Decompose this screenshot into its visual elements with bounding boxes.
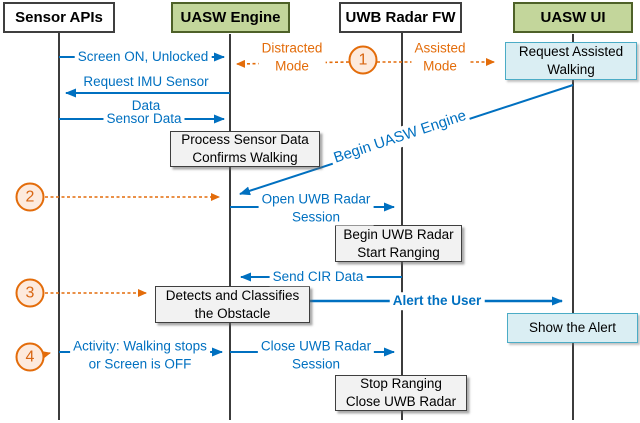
lifeline-header-uasw-engine: UASW Engine <box>171 2 290 33</box>
lifeline-header-uwb-radar-fw: UWB Radar FW <box>339 2 462 33</box>
process-box-begin-uwb-radar: Begin UWB Radar Start Ranging <box>335 225 462 262</box>
step-circle-1: 1 <box>348 45 378 75</box>
process-box-stop-ranging: Stop Ranging Close UWB Radar <box>335 375 467 411</box>
lifeline-label: UASW Engine <box>180 9 281 26</box>
lifeline-label: Sensor APIs <box>15 9 103 26</box>
process-box-detects-obstacle: Detects and Classifies the Obstacle <box>155 286 310 323</box>
message-distracted-mode: Distracted Mode <box>258 39 326 75</box>
step-circle-4: 4 <box>15 342 45 372</box>
message-assisted-mode: Assisted Mode <box>411 39 469 75</box>
message-sensor-data: Sensor Data <box>103 110 185 128</box>
process-box-process-sensor-data: Process Sensor Data Confirms Walking <box>170 131 320 167</box>
ui-box-show-the-alert: Show the Alert <box>507 313 638 343</box>
message-close-uwb-radar-session: Close UWB Radar Session <box>257 337 375 373</box>
message-screen-on-unlocked: Screen ON, Unlocked <box>74 48 212 66</box>
message-alert-the-user: Alert the User <box>389 292 485 310</box>
lifeline-label: UASW UI <box>540 9 606 26</box>
message-open-uwb-radar-session: Open UWB Radar Session <box>258 190 374 226</box>
ui-box-request-assisted-walking: Request Assisted Walking <box>505 42 637 80</box>
message-request-imu-data: Data <box>131 98 161 114</box>
message-request-imu-sensor: Request IMU Sensor <box>83 74 209 90</box>
lifeline-label: UWB Radar FW <box>345 9 456 26</box>
message-activity-walking-stops: Activity: Walking stops or Screen is OFF <box>70 337 210 373</box>
lifeline-header-sensor-apis: Sensor APIs <box>3 2 115 33</box>
message-send-cir-data: Send CIR Data <box>269 268 367 286</box>
lifeline-header-uasw-ui: UASW UI <box>513 2 633 33</box>
step-circle-3: 3 <box>15 278 45 308</box>
step-circle-2: 2 <box>15 182 45 212</box>
